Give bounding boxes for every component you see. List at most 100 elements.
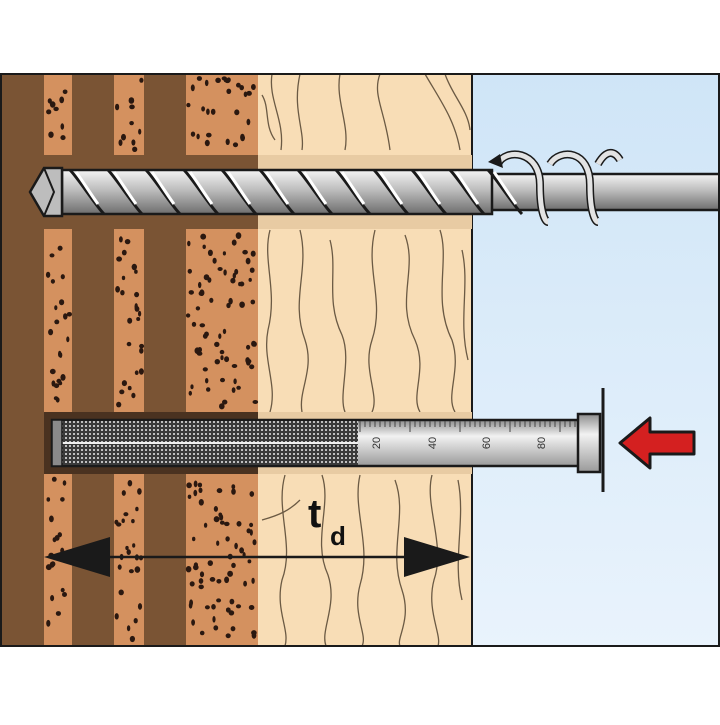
brick-pore — [121, 275, 126, 281]
brick-pore — [249, 491, 255, 497]
brick-pore — [58, 350, 62, 358]
brick-pore — [199, 630, 205, 636]
brick-pore — [225, 633, 231, 639]
drill-flute-highlight — [150, 171, 176, 205]
brick-pore — [126, 625, 131, 632]
brick-pore — [121, 490, 126, 496]
brick-pore — [114, 519, 119, 525]
brick-pore — [48, 131, 54, 138]
drill-flute-edge — [258, 168, 296, 216]
brick-pore — [191, 619, 196, 626]
dimension-arrowhead-right — [404, 537, 470, 577]
brick-pore — [60, 587, 65, 593]
brick-pore — [45, 271, 51, 278]
brick-pore — [118, 139, 123, 146]
dimension-label-subscript: d — [330, 521, 346, 551]
brick-pore — [219, 349, 225, 355]
drill-flute-highlight — [264, 171, 290, 205]
brick-pore — [214, 359, 220, 365]
brick-pore — [198, 281, 202, 289]
brick-pore — [236, 521, 242, 527]
drill-flute-edge — [296, 168, 334, 216]
brick-pore — [121, 380, 127, 387]
brick-pore — [198, 578, 204, 584]
brick-pore — [231, 364, 238, 368]
brick-pore — [55, 397, 60, 403]
brick-pore — [204, 605, 210, 610]
brick-pore — [53, 106, 59, 112]
brick-pore — [115, 286, 120, 293]
brick-pore — [231, 387, 236, 393]
brick-pore — [226, 302, 231, 309]
brick-pore — [248, 277, 252, 282]
brick-pore — [132, 543, 136, 548]
brick-pore — [139, 343, 145, 349]
brick-pore — [49, 101, 56, 108]
brick-pore — [246, 118, 251, 126]
brick-pore — [223, 77, 228, 83]
brick-pore — [245, 257, 251, 265]
brick-pore — [134, 370, 139, 376]
brick-pore — [189, 581, 195, 587]
brick-pore — [127, 480, 133, 487]
brick-pore — [51, 380, 56, 387]
brick-pore — [187, 494, 192, 499]
brick-pore — [215, 77, 221, 84]
brick-pore — [239, 301, 245, 308]
brick-pore — [210, 108, 216, 115]
brick-pore — [231, 488, 236, 495]
brick-pore — [46, 109, 52, 115]
brick-pore — [126, 549, 131, 555]
wood-grain — [261, 73, 471, 647]
brick-pore — [124, 239, 131, 245]
brick-pore — [195, 306, 201, 311]
brick-pore — [246, 90, 252, 96]
brick-pore — [193, 564, 199, 571]
brick-pore — [219, 403, 225, 410]
brick-pore — [139, 77, 144, 83]
drill-flute-highlight — [226, 171, 252, 205]
brick-pore — [212, 616, 216, 623]
brick-pore — [57, 245, 63, 251]
drill-bit-icon — [28, 149, 720, 226]
brick-pore — [216, 598, 222, 603]
brick-pore — [214, 341, 220, 347]
brick-pore — [198, 584, 204, 590]
brick-pore — [199, 571, 205, 578]
brick-pore — [198, 487, 203, 493]
brick-pore — [134, 291, 140, 298]
brick-pore — [196, 76, 202, 81]
brick-pore — [50, 595, 55, 602]
brick-pore — [131, 392, 136, 399]
drill-flute-edge — [220, 168, 258, 216]
brick-pore — [213, 506, 218, 512]
brick-pore — [218, 512, 223, 518]
brick-pore — [220, 377, 225, 383]
brick-pore — [119, 389, 125, 395]
brick-pore — [226, 88, 232, 95]
gauge-scale-label: 20 — [371, 437, 383, 449]
brick-pore — [224, 576, 230, 584]
brick-pore — [60, 123, 65, 130]
brick-pore — [116, 401, 122, 408]
drill-flute-edge — [182, 168, 220, 216]
brick-pore — [231, 484, 236, 490]
drill-flute-edge — [106, 168, 144, 216]
brick-pore — [251, 577, 255, 584]
brick-pore — [216, 488, 223, 494]
brick-pore — [216, 540, 220, 546]
brick-pore — [138, 128, 142, 135]
brick-pore — [60, 135, 66, 141]
brick-pore — [115, 103, 120, 111]
brick-pore — [250, 299, 256, 305]
brick-pore — [199, 323, 206, 328]
brick-pore — [45, 564, 52, 571]
drill-flute-edge — [68, 168, 106, 216]
gauge-scale-label: 40 — [427, 437, 439, 449]
drill-flute-highlight — [492, 171, 518, 205]
brick-pore — [229, 598, 235, 605]
brick-pore — [131, 263, 137, 271]
drill-rotation-spiral — [488, 149, 624, 226]
brick-pore — [206, 132, 212, 138]
